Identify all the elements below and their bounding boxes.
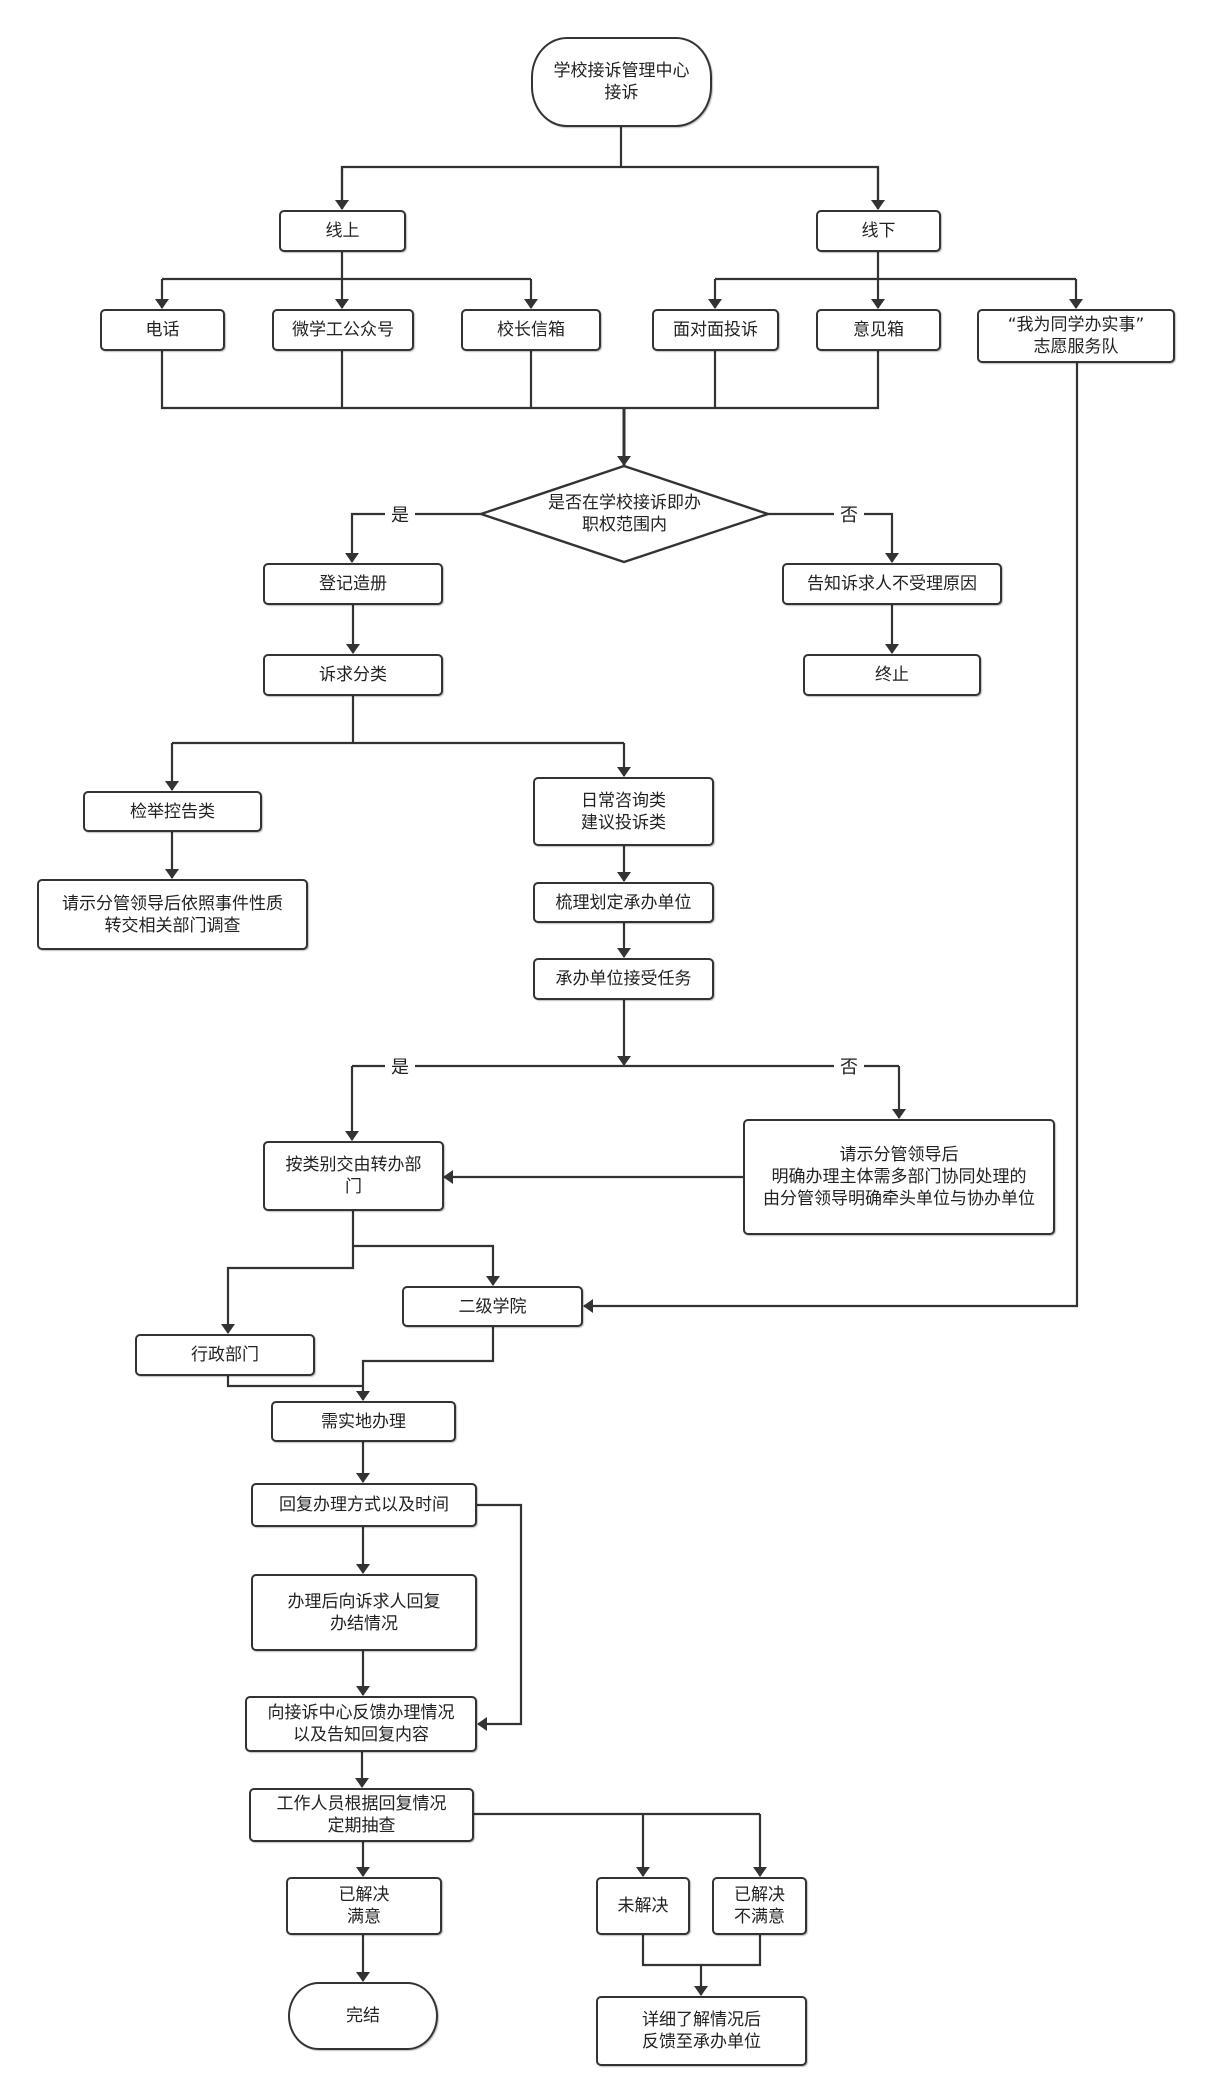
node-terminate: 终止 [803,654,981,696]
start-node: 学校接诉管理中心 接诉 [531,37,712,127]
node-solved: 已解决 满意 [286,1877,442,1935]
label-no-2: 否 [834,1053,864,1079]
node-register: 登记造册 [263,563,443,605]
node-unsatisfied: 已解决 不满意 [712,1877,807,1935]
decision-diamond [477,464,772,564]
node-accept: 承办单位接受任务 [533,958,714,1000]
node-suggestion-box: 意见箱 [816,309,941,351]
node-check: 工作人员根据回复情况 定期抽查 [249,1788,474,1842]
label-yes-1: 是 [385,501,415,527]
node-daily: 日常咨询类 建议投诉类 [533,777,714,846]
label-yes-2: 是 [385,1053,415,1079]
node-return: 详细了解情况后 反馈至承办单位 [596,1996,807,2066]
end-node: 完结 [288,1982,438,2050]
node-leader: 请示分管领导后 明确办理主体需多部门协同处理的 由分管领导明确牵头单位与协办单位 [743,1119,1055,1235]
node-phone: 电话 [100,309,225,351]
node-dispatch: 按类别交由转办部 门 [263,1141,444,1211]
node-mailbox: 校长信箱 [461,309,601,351]
node-unsolved: 未解决 [596,1877,690,1935]
link-start [340,127,880,209]
node-onsite: 需实地办理 [271,1401,456,1442]
node-offline: 线下 [816,210,941,252]
node-face: 面对面投诉 [652,309,779,351]
label-no-1: 否 [834,501,864,527]
node-feedback: 向接诉中心反馈办理情况 以及告知回复内容 [245,1696,477,1752]
node-assign: 梳理划定承办单位 [533,882,714,923]
node-notify: 告知诉求人不受理原因 [782,563,1002,605]
decision-scope: 是否在学校接诉即办 职权范围内 [548,493,701,535]
node-college: 二级学院 [402,1286,583,1327]
node-report-handle: 请示分管领导后依照事件性质 转交相关部门调查 [37,879,308,950]
node-volunteer: “我为同学办实事” 志愿服务队 [977,309,1175,363]
node-report: 检举控告类 [83,791,262,832]
node-classify: 诉求分类 [263,654,443,696]
node-reply-result: 办理后向诉求人回复 办结情况 [251,1574,477,1651]
node-wechat: 微学工公众号 [272,309,414,351]
node-online: 线上 [279,210,406,252]
node-reply-method: 回复办理方式以及时间 [251,1483,477,1527]
node-admin: 行政部门 [135,1334,315,1376]
